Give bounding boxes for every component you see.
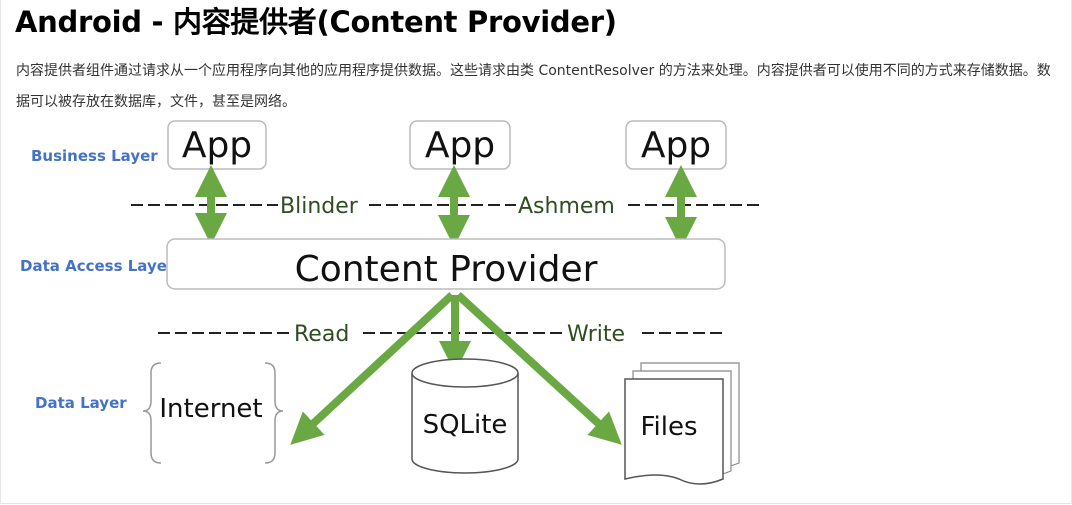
app-label-1: App	[182, 125, 252, 166]
sqlite-cylinder-body	[411, 373, 519, 474]
read-label: Read	[294, 322, 349, 347]
business-layer-label: Business Layer	[31, 147, 158, 165]
content-provider-label: Content Provider	[295, 249, 598, 290]
arrow-to-files	[455, 292, 622, 445]
app-label-2: App	[425, 125, 495, 166]
internet-label: Internet	[159, 394, 262, 424]
arrow-to-internet	[290, 292, 455, 445]
sqlite-cylinder-top	[411, 358, 519, 388]
blinder-label: Blinder	[280, 194, 359, 219]
internet-left-brace	[142, 362, 162, 464]
internet-right-brace	[264, 362, 284, 464]
ashmem-label: Ashmem	[518, 194, 615, 219]
files-page-front	[624, 378, 724, 485]
content-provider-box	[166, 238, 726, 290]
write-label: Write	[567, 322, 625, 347]
page-title: Android - 内容提供者(Content Provider)	[15, 5, 617, 39]
app-label-3: App	[641, 125, 711, 166]
data-access-layer-label: Data Access Layer	[20, 257, 175, 275]
sqlite-label: SQLite	[423, 410, 508, 440]
data-layer-label: Data Layer	[35, 394, 127, 412]
content-provider-diagram: Business Layer Data Access Layer Data La…	[15, 117, 765, 490]
intro-paragraph: 内容提供者组件通过请求从一个应用程序向其他的应用程序提供数据。这些请求由类 Co…	[16, 63, 1051, 110]
files-label: Files	[640, 412, 697, 442]
diagram-svg: Business Layer Data Access Layer Data La…	[20, 120, 764, 485]
